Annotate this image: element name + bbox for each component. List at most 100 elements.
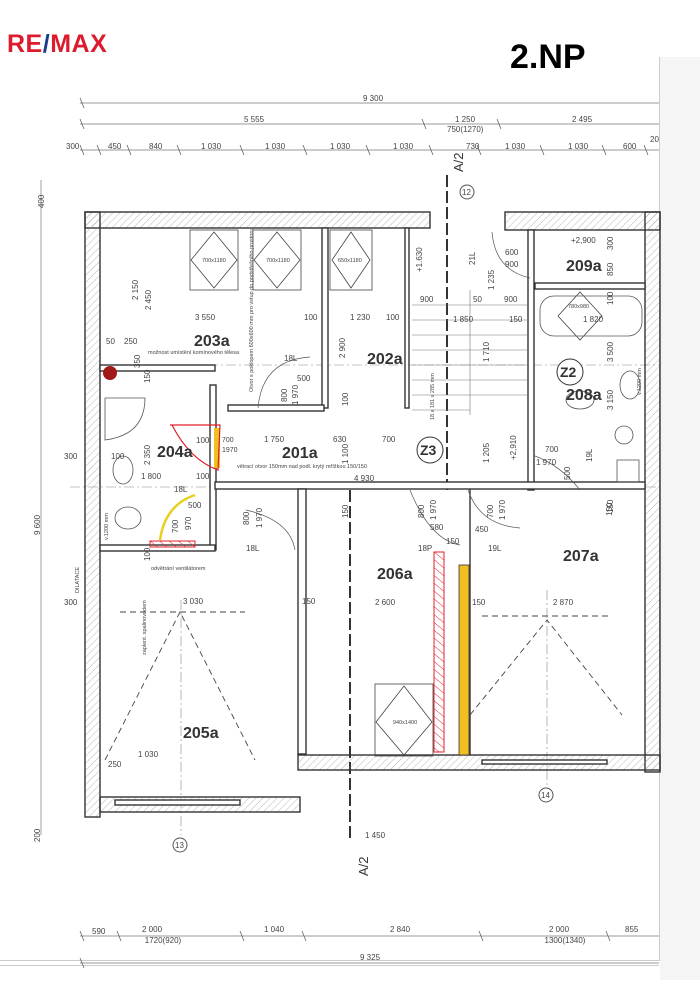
- roof-windows: [189, 229, 603, 757]
- top-dimensions: 9 300 5 555 1 250 750(1270) 2 495 300 45…: [66, 94, 659, 151]
- dim: 1 030: [568, 142, 589, 151]
- dim: 3 150: [606, 389, 615, 410]
- dim: 800: [242, 511, 251, 525]
- dim: 100: [386, 313, 400, 322]
- room-209a: 209a: [566, 258, 602, 275]
- dim: 800: [280, 388, 289, 402]
- dim: 300: [606, 236, 615, 250]
- door-tag: 18L: [174, 485, 188, 494]
- yellow-markup-204a: [214, 428, 220, 468]
- dim: 1 820: [583, 315, 604, 324]
- next-page-edge: [0, 965, 659, 981]
- remax-logo: RE/MAX: [7, 30, 108, 58]
- dim: 150: [509, 315, 523, 324]
- room-206a: 206a: [377, 566, 413, 583]
- axis-13-circle: [172, 837, 188, 853]
- dim: 580: [430, 523, 444, 532]
- section-a2-top: A/2: [451, 152, 466, 172]
- handwritten-dim: 1970: [222, 447, 238, 454]
- dim: 1 030: [138, 750, 159, 759]
- level-mark: +2,910: [509, 435, 518, 460]
- dim: 1 970: [291, 384, 300, 405]
- dim: 855: [625, 925, 639, 934]
- dim: 1 250: [455, 115, 476, 124]
- dim: 150: [446, 537, 460, 546]
- dim: 250: [124, 337, 138, 346]
- dim: 450: [475, 525, 489, 534]
- dim: 1 235: [487, 269, 496, 290]
- handwritten-dim: 700: [222, 437, 234, 444]
- dim: 20: [650, 135, 659, 144]
- dim: 150: [606, 499, 615, 513]
- chimney-marker: [103, 366, 117, 380]
- dim: 200: [33, 828, 42, 842]
- room-205a: 205a: [183, 725, 219, 742]
- door-tag: 18L: [284, 354, 298, 363]
- dim: 500: [297, 374, 311, 383]
- yellow-markup-wall: [458, 564, 470, 756]
- window-label: 940x1400: [393, 720, 417, 726]
- dim: 2 840: [390, 925, 411, 934]
- dim-total-top: 9 300: [363, 94, 384, 103]
- room-201a: 201a: [282, 445, 318, 462]
- note-chimney: možnost umístění komínového tělesa: [148, 350, 240, 356]
- dim: 2 900: [338, 337, 347, 358]
- dimension-lines: [40, 97, 659, 969]
- dim: 630: [333, 435, 347, 444]
- dilatation-label: DILATACE: [75, 567, 81, 593]
- dim: 3 030: [183, 597, 204, 606]
- dim: 700: [171, 519, 180, 533]
- dim: 4 930: [354, 474, 375, 483]
- note-vent-hole: větrací otvor 150mm nad podl. krytý mříž…: [237, 464, 367, 470]
- dim: 500: [563, 466, 572, 480]
- dim: 1 030: [201, 142, 222, 151]
- red-markup-204a-threshold: [149, 540, 196, 548]
- dim: 1 450: [365, 831, 386, 840]
- dim: 2 870: [553, 598, 574, 607]
- dim: 1720(920): [145, 936, 182, 945]
- dim: 840: [149, 142, 163, 151]
- dim: 750(1270): [447, 125, 484, 134]
- dim: 150: [472, 598, 486, 607]
- window-label: 780x980: [568, 304, 589, 310]
- dim: 1 030: [330, 142, 351, 151]
- dim: 150: [605, 502, 614, 516]
- dim: 1 230: [350, 313, 371, 322]
- dim: 1 030: [393, 142, 414, 151]
- dim: 800: [417, 504, 426, 518]
- dim: 2 450: [144, 289, 153, 310]
- dim: 700: [545, 445, 559, 454]
- staircase: [412, 290, 528, 415]
- dim: 600: [505, 248, 519, 257]
- dim: 2 000: [549, 925, 570, 934]
- room-203a: 203a: [194, 333, 230, 350]
- red-markup-wall: [433, 551, 445, 753]
- dim: 100: [196, 436, 210, 445]
- note-height: v.1200 mm: [104, 513, 110, 540]
- red-door-swing: [170, 424, 221, 471]
- dim: 100: [341, 392, 350, 406]
- dim: 590: [92, 927, 106, 936]
- dim: 1 030: [505, 142, 526, 151]
- dim: 100: [606, 291, 615, 305]
- dim: 100: [304, 313, 318, 322]
- zone-z2: Z2: [560, 364, 577, 380]
- bathroom-fixtures: [104, 295, 643, 530]
- dim: 9 600: [33, 514, 42, 535]
- dim: 350: [133, 354, 142, 368]
- note-plugged-flue: zaplent. spalinovodem: [142, 600, 148, 655]
- dim: 2 150: [131, 279, 140, 300]
- dim: 900: [505, 260, 519, 269]
- door-tag: 19L: [488, 544, 502, 553]
- room-208a: 208a: [566, 387, 602, 404]
- dim: 450: [108, 142, 122, 151]
- note-attic-opening: Otvor s poklopem 600x600 mm pro vstup do…: [249, 229, 255, 392]
- dim: 500: [188, 501, 202, 510]
- door-tag: 19L: [585, 448, 594, 462]
- window-label: 700x1180: [202, 258, 226, 264]
- dim: 1 040: [264, 925, 285, 934]
- room-202a: 202a: [367, 351, 403, 368]
- dim: 700: [486, 504, 495, 518]
- zone-z3-circle: [416, 436, 444, 464]
- dim: 900: [504, 295, 518, 304]
